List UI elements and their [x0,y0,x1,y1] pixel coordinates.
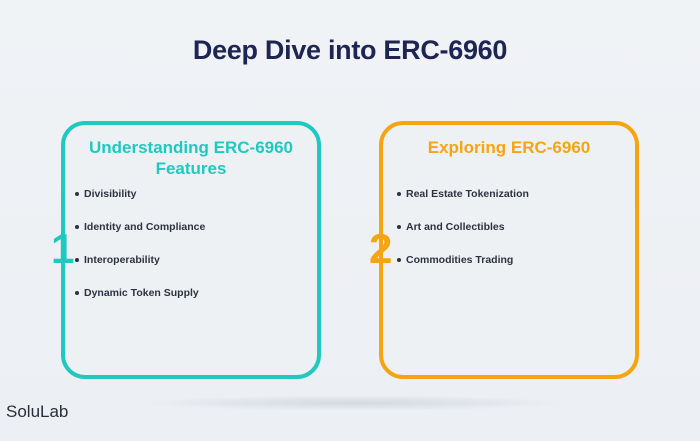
list-item: Interoperability [75,253,205,286]
card-title: Exploring ERC-6960 [427,138,591,157]
list-item: Real Estate Tokenization [397,187,529,220]
card-number: 1 [51,225,75,272]
list-item: Art and Collectibles [397,220,529,253]
bullet-icon [397,225,401,229]
page-title: Deep Dive into ERC-6960 [192,35,508,65]
bullet-icon [75,225,79,229]
list-item: Divisibility [75,187,205,220]
bullet-icon [75,258,79,262]
card-understanding-features: Understanding ERC-6960 Features 1 Divisi… [51,121,321,379]
list-item: Identity and Compliance [75,220,205,253]
card-title: Understanding ERC-6960 Features [88,138,294,178]
bullet-icon [397,192,401,196]
card-number: 2 [369,225,393,272]
bullet-icon [75,291,79,295]
bullet-icon [75,192,79,196]
list-item: Dynamic Token Supply [75,286,205,319]
floor-shadow [140,395,570,411]
list-item: Commodities Trading [397,253,529,286]
feature-list: Divisibility Identity and Compliance Int… [75,187,205,319]
card-exploring: Exploring ERC-6960 2 Real Estate Tokeniz… [369,121,639,379]
bullet-icon [397,258,401,262]
use-case-list: Real Estate Tokenization Art and Collect… [397,187,529,286]
brand-logo: SoluLab [6,402,69,421]
